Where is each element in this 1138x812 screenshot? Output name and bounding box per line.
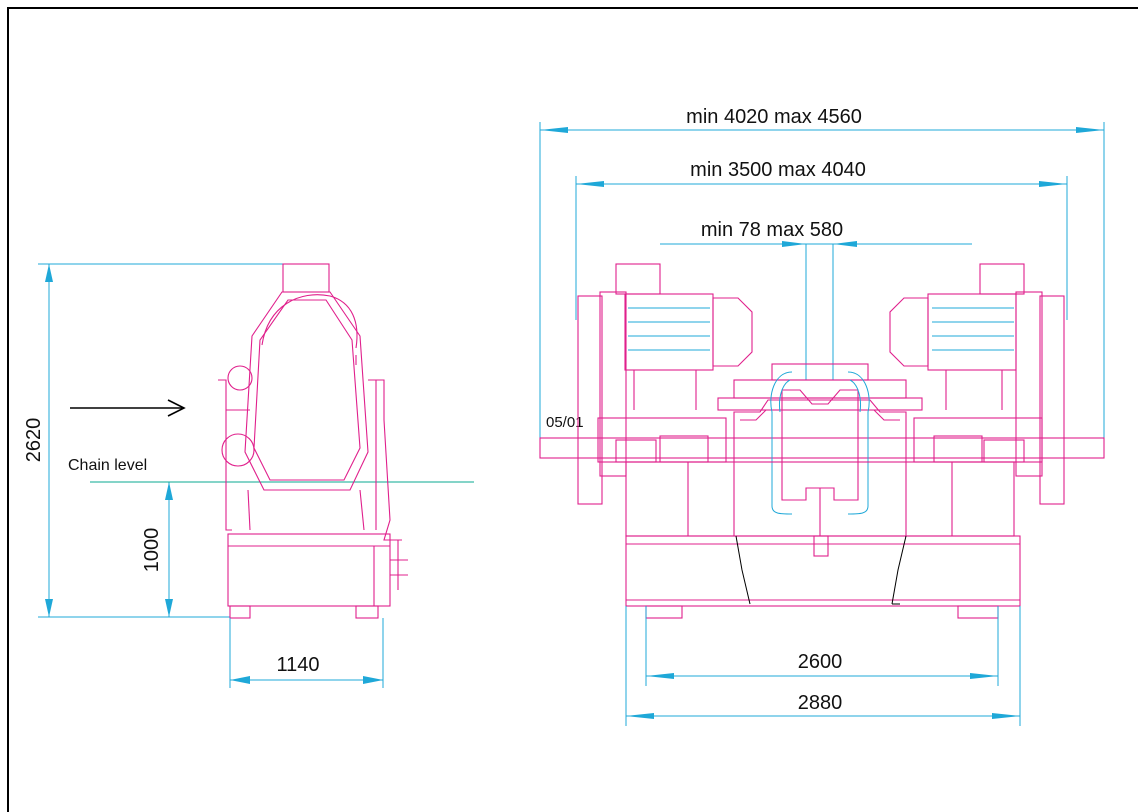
drawing-frame: [7, 7, 1138, 812]
arrow-left: [230, 676, 250, 684]
arrow-left: [576, 181, 604, 187]
dim-label-frame-inner: 2600: [798, 651, 843, 673]
arrow-left: [833, 241, 857, 247]
arrow-right: [1076, 127, 1104, 133]
dim-label-total-height: 2620: [23, 418, 45, 463]
arrow-right: [782, 241, 806, 247]
arrow-right: [1039, 181, 1067, 187]
arrow-right: [992, 713, 1020, 719]
dim-label-frame-outer: 2880: [798, 692, 843, 714]
arrow-left: [626, 713, 654, 719]
dim-label-overall-width: min 4020 max 4560: [686, 106, 862, 128]
feed-direction-arrow: [70, 399, 186, 417]
arrow-up: [45, 264, 53, 282]
machine-side-view: [218, 263, 408, 619]
arrow-right: [363, 676, 383, 684]
dim-label-side-width: 1140: [276, 654, 319, 676]
arrow-left: [646, 673, 674, 679]
arrow-down: [165, 599, 173, 617]
dim-label-gap: min 78 max 580: [701, 219, 843, 241]
arrow-right: [970, 673, 998, 679]
chain-level-label: Chain level: [68, 457, 147, 474]
arrow-left: [540, 127, 568, 133]
dim-label-chain-height: 1000: [141, 528, 163, 573]
front-view: min 4020 max 4560 min 3500 max 4040 min …: [539, 106, 1105, 726]
arrow-down: [45, 599, 53, 617]
side-view: 2620 1000 Chain level: [23, 263, 474, 688]
dim-label-roller-span: min 3500 max 4040: [690, 159, 866, 181]
arrow-up: [165, 482, 173, 500]
revision-label: 05/01: [546, 414, 584, 431]
